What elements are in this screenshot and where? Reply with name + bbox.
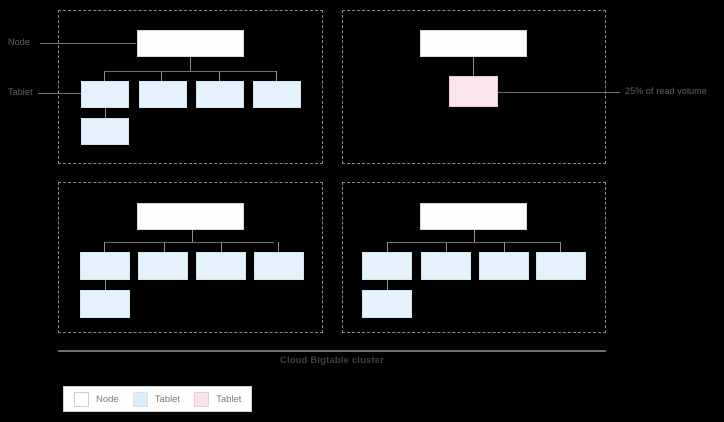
tablet-box xyxy=(421,252,471,280)
hot-tablet-box xyxy=(449,76,498,107)
connector-drop xyxy=(161,71,162,81)
node-box xyxy=(137,203,244,230)
tablet-box xyxy=(80,252,130,280)
legend-label-hot-tablet: Tablet xyxy=(216,393,242,405)
connector-drop xyxy=(219,71,220,81)
connector-node-down xyxy=(192,230,193,242)
connector-drop xyxy=(221,242,222,252)
tablet-box xyxy=(362,290,412,318)
tablet-box xyxy=(81,118,129,145)
connector-drop xyxy=(387,242,388,252)
connector-drop xyxy=(446,242,447,252)
connector-drop xyxy=(276,71,277,81)
legend-label-tablet: Tablet xyxy=(154,393,181,405)
legend-label-node: Node xyxy=(96,393,119,405)
connector-drop xyxy=(278,242,279,252)
tablet-box xyxy=(80,290,130,318)
connector-node-down xyxy=(474,230,475,242)
cluster-caption: Cloud Bigtable cluster xyxy=(279,355,385,366)
node-panel-bottom-left xyxy=(58,182,323,333)
legend-item-tablet: Tablet xyxy=(132,391,181,407)
connector-bus xyxy=(387,242,560,243)
tablet-box xyxy=(536,252,586,280)
tablet-box xyxy=(479,252,529,280)
connector-drop xyxy=(105,108,106,118)
connector-node-down xyxy=(190,57,191,71)
connector-drop xyxy=(105,280,106,290)
node-box xyxy=(137,30,244,57)
tablet-box xyxy=(138,252,188,280)
connector-drop xyxy=(104,71,105,81)
node-box xyxy=(420,30,527,57)
legend-swatch-tablet-icon xyxy=(132,391,148,407)
node-panel-top-left xyxy=(58,10,323,164)
tablet-box xyxy=(196,252,246,280)
callout-leader-line xyxy=(498,92,620,93)
node-panel-bottom-right xyxy=(342,182,606,333)
connector-node-down xyxy=(473,57,474,76)
legend: Node Tablet Tablet xyxy=(63,386,253,412)
tablet-box xyxy=(81,81,129,108)
connector-drop xyxy=(387,280,388,290)
connector-bus xyxy=(104,71,276,72)
connector-drop xyxy=(164,242,165,252)
side-label-tablet-leader-line xyxy=(38,93,83,94)
tablet-box xyxy=(139,81,187,108)
side-label-tablet: Tablet xyxy=(8,87,33,97)
connector-bus xyxy=(104,242,274,243)
connector-drop xyxy=(560,242,561,252)
connector-drop xyxy=(104,242,105,252)
node-box xyxy=(420,203,527,230)
cluster-divider xyxy=(58,350,606,352)
node-panel-top-right xyxy=(342,10,606,164)
legend-swatch-node-icon xyxy=(74,391,89,407)
side-label-node-leader-line xyxy=(40,43,136,44)
callout-label: 25% of read volume xyxy=(625,86,707,96)
legend-swatch-hot-tablet-icon xyxy=(194,391,210,407)
tablet-box xyxy=(196,81,244,108)
tablet-box xyxy=(253,81,301,108)
legend-item-hot-tablet: Tablet xyxy=(194,391,242,407)
tablet-box xyxy=(254,252,304,280)
tablet-box xyxy=(362,252,412,280)
side-label-node: Node xyxy=(8,37,30,47)
legend-item-node: Node xyxy=(74,391,119,407)
connector-drop xyxy=(504,242,505,252)
